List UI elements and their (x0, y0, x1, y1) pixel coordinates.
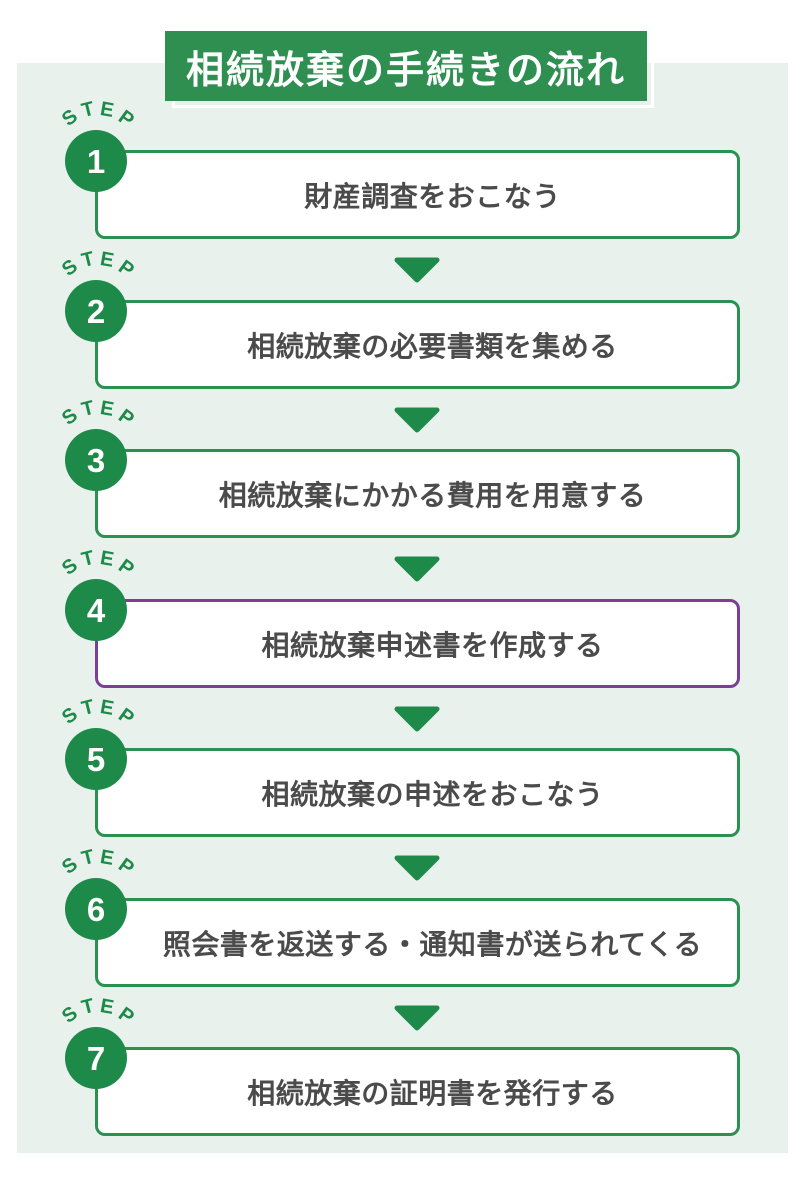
step-box: 相続放棄の証明書を発行する (95, 1047, 740, 1136)
step-number: 1 (86, 142, 106, 180)
step-label-text: 相続放棄申述書を作成する (261, 629, 604, 661)
down-arrow-icon (394, 855, 440, 881)
step-number: 7 (86, 1039, 106, 1077)
title-banner: 相続放棄の手続きの流れ (165, 31, 654, 108)
step-number: 4 (86, 591, 106, 629)
down-arrow-icon (394, 706, 440, 732)
step-number-badge: 4 (65, 579, 127, 641)
step-box: 相続放棄の申述をおこなう (95, 748, 740, 837)
step-label-text: 相続放棄の申述をおこなう (261, 778, 604, 810)
step-box: 照会書を返送する・通知書が送られてくる (95, 898, 740, 987)
step-number-badge: 1 (65, 130, 127, 192)
step-number: 3 (86, 441, 106, 479)
step-label-text: 財産調査をおこなう (304, 180, 561, 212)
step-number-badge: 6 (65, 878, 127, 940)
step-label-text: 照会書を返送する・通知書が送られてくる (162, 928, 703, 960)
step-box: 相続放棄の必要書類を集める (95, 300, 740, 389)
page-title: 相続放棄の手続きの流れ (165, 31, 647, 101)
down-arrow-icon (394, 407, 440, 433)
step-label-text: 相続放棄の証明書を発行する (247, 1077, 618, 1109)
step-number-badge: 2 (65, 280, 127, 342)
step-box: 財産調査をおこなう (95, 150, 740, 239)
step-number-badge: 3 (65, 429, 127, 491)
step-number: 6 (86, 890, 106, 928)
step-label-text: 相続放棄の必要書類を集める (247, 330, 618, 362)
step-number-badge: 5 (65, 728, 127, 790)
step-number: 2 (86, 292, 106, 330)
step-box: 相続放棄にかかる費用を用意する (95, 449, 740, 538)
down-arrow-icon (394, 556, 440, 582)
step-box: 相続放棄申述書を作成する (95, 599, 740, 688)
step-number-badge: 7 (65, 1027, 127, 1089)
step-number: 5 (86, 740, 106, 778)
step-label-text: 相続放棄にかかる費用を用意する (218, 479, 647, 511)
down-arrow-icon (394, 257, 440, 283)
down-arrow-icon (394, 1005, 440, 1031)
